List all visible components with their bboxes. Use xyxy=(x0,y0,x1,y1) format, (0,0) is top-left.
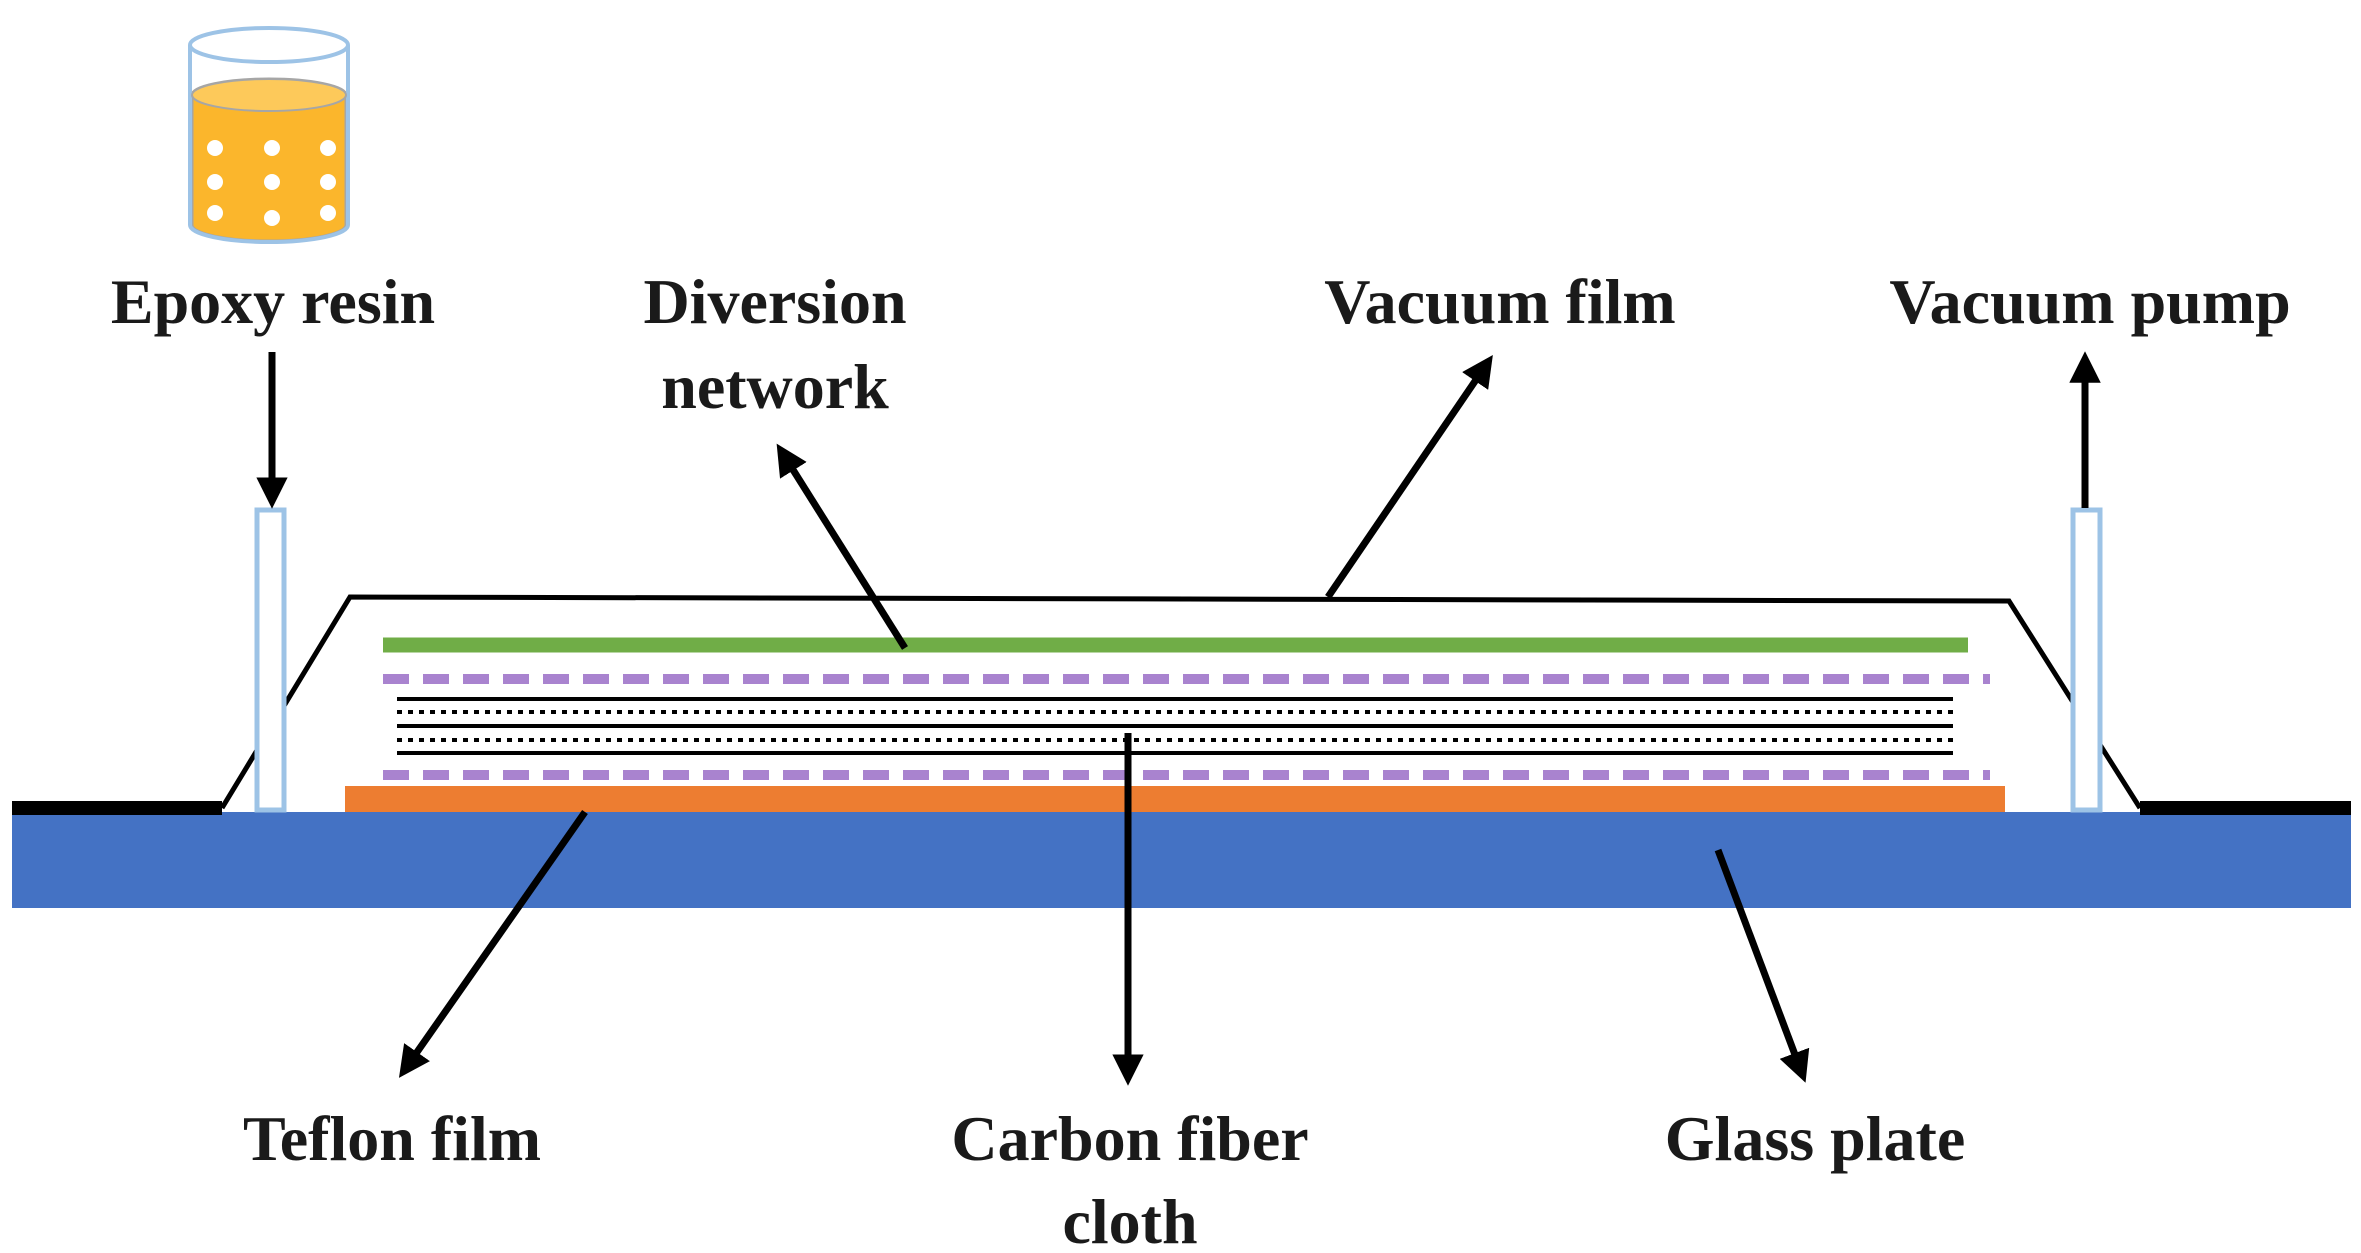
label-diversion-network-line1: Diversion xyxy=(643,266,906,337)
diversion-network-arrow xyxy=(776,443,908,650)
glass-plate xyxy=(12,812,2351,908)
label-carbon-fiber-cloth-line2: cloth xyxy=(1062,1186,1197,1253)
sealant-left xyxy=(12,801,222,815)
vacuum-film-arrow xyxy=(1325,354,1493,599)
label-vacuum-pump: Vacuum pump xyxy=(1889,266,2290,337)
teflon-film-arrow xyxy=(398,809,588,1078)
carbon-fiber-layers xyxy=(397,697,1953,755)
resin-inlet-tube xyxy=(254,507,287,813)
label-carbon-fiber-cloth-line1: Carbon fiber xyxy=(951,1103,1308,1174)
label-teflon-film: Teflon film xyxy=(243,1103,541,1174)
label-vacuum-film: Vacuum film xyxy=(1324,266,1675,337)
label-epoxy-resin: Epoxy resin xyxy=(111,266,435,337)
epoxy-resin-beaker-icon xyxy=(188,26,350,244)
glass-plate-arrow xyxy=(1714,848,1810,1083)
sealant-right xyxy=(2140,801,2351,815)
label-glass-plate: Glass plate xyxy=(1665,1103,1965,1174)
label-diversion-network-line2: network xyxy=(661,351,889,422)
vacuum-outlet-tube xyxy=(2070,507,2103,813)
teflon-film xyxy=(345,786,2005,812)
